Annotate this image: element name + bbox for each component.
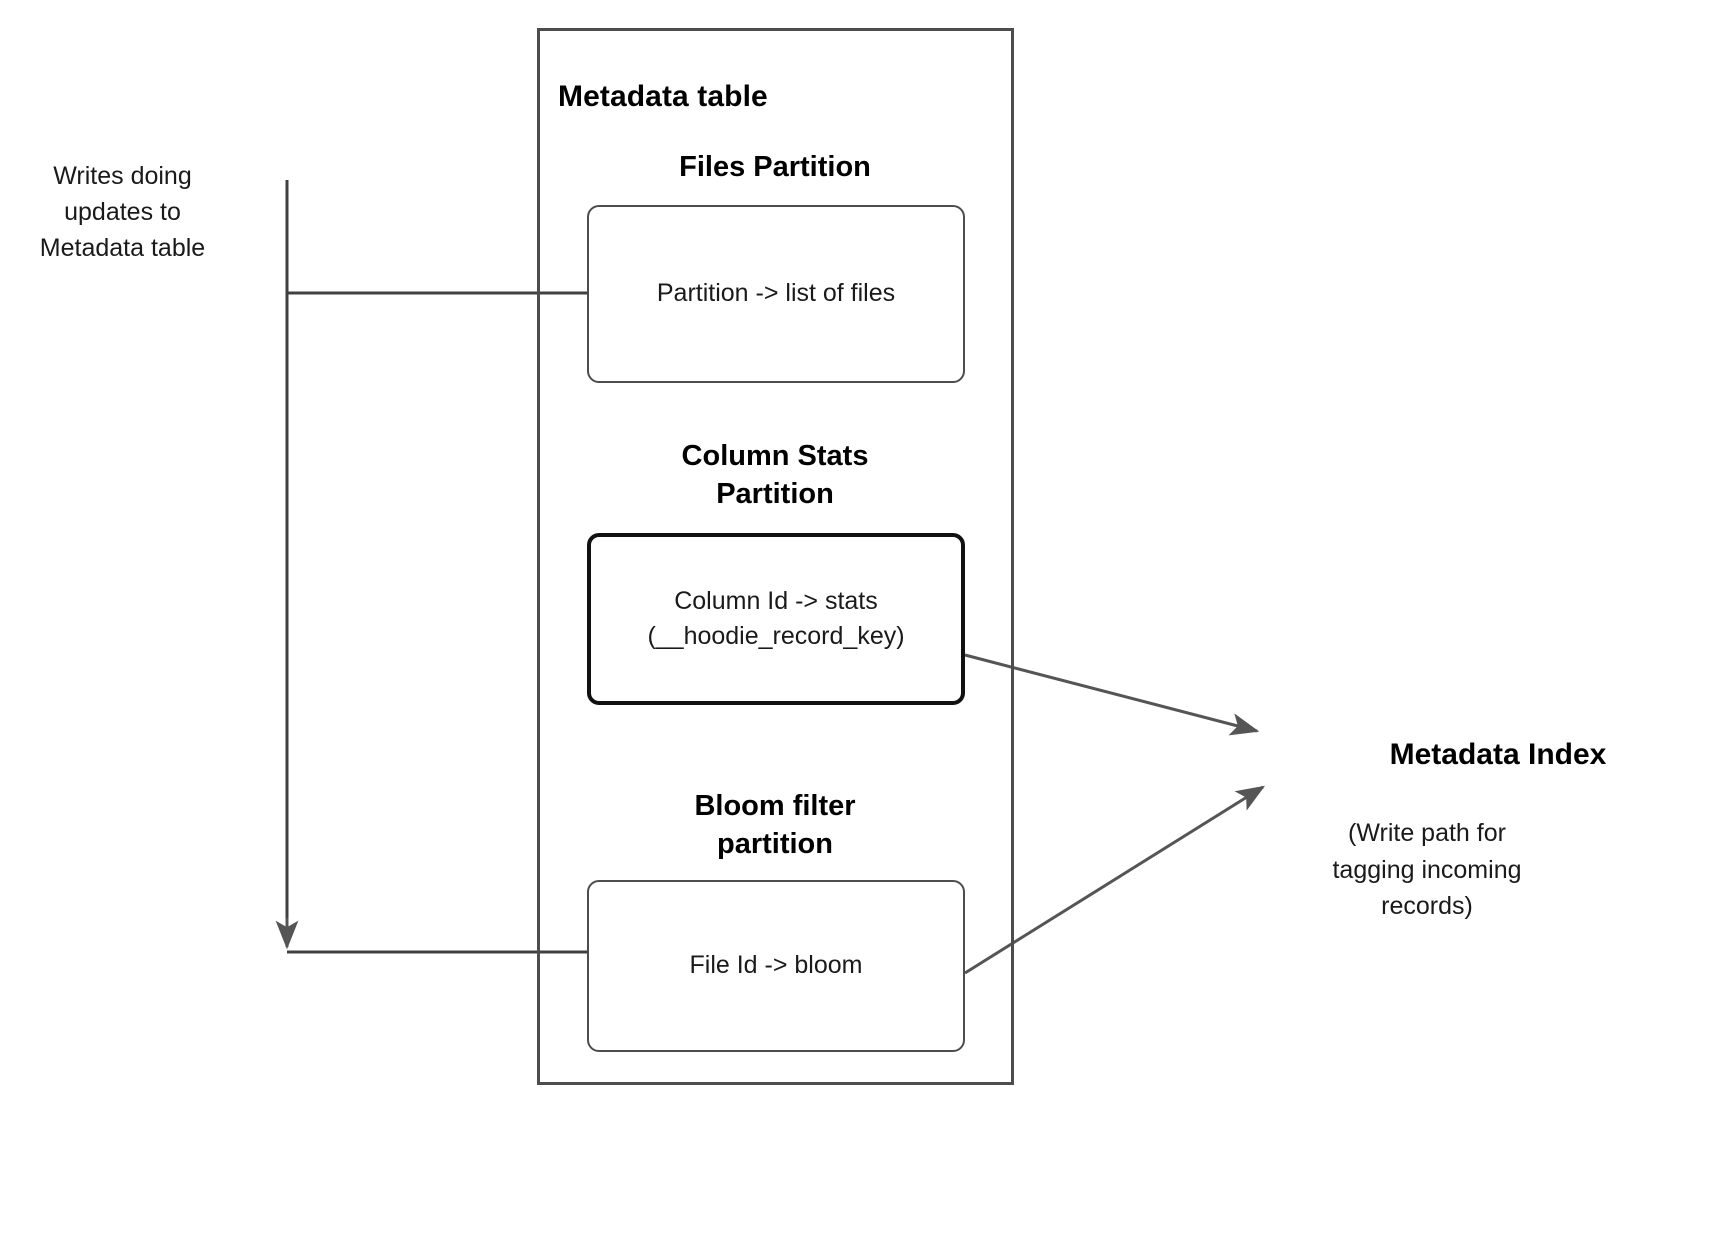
bloom-partition-box: File Id -> bloom: [587, 880, 965, 1052]
files-partition-box-text: Partition -> list of files: [657, 276, 895, 312]
bloom-partition-box-text: File Id -> bloom: [690, 948, 863, 984]
bloom-partition-box-line-1: File Id -> bloom: [689, 951, 863, 980]
bloom-partition-heading-line-1: Bloom filter: [694, 790, 856, 822]
writes-label-line-1: Writes doing: [53, 162, 192, 190]
writes-doing-updates-label: Writes doing updates to Metadata table: [10, 158, 235, 266]
writes-label-line-2: updates to: [64, 198, 181, 226]
column-stats-box-line-2: (__hoodie_record_key): [647, 622, 905, 650]
metadata-index-caption-line-3: records): [1381, 892, 1473, 920]
column-stats-box-line-1: Column Id -> stats: [674, 586, 878, 615]
column-stats-heading-line-2: Partition: [716, 478, 834, 511]
metadata-index-title: Metadata Index: [1389, 738, 1607, 771]
column-stats-box-text: Column Id -> stats (__hoodie_record_key): [647, 584, 904, 655]
bloom-filter-partition-heading: Bloom filter partition: [585, 787, 965, 864]
files-partition-box: Partition -> list of files: [587, 205, 965, 383]
files-partition-heading: Files Partition: [585, 148, 965, 186]
writes-label-line-3: Metadata table: [39, 234, 206, 262]
files-partition-box-line-1: Partition -> list of files: [656, 279, 896, 308]
column-stats-box: Column Id -> stats (__hoodie_record_key): [587, 533, 965, 705]
metadata-table-container: [537, 28, 1014, 1085]
bloom-partition-heading-line-2: partition: [717, 828, 833, 861]
files-partition-heading-line-1: Files Partition: [679, 151, 871, 183]
column-stats-heading-line-1: Column Stats: [681, 440, 869, 472]
metadata-index-caption-line-2: tagging incoming: [1332, 855, 1522, 884]
metadata-table-title: Metadata table: [558, 80, 768, 113]
metadata-index-caption: (Write path for tagging incoming records…: [1298, 815, 1556, 925]
column-stats-partition-heading: Column Stats Partition: [585, 437, 965, 514]
metadata-index-caption-line-1: (Write path for: [1348, 819, 1506, 847]
